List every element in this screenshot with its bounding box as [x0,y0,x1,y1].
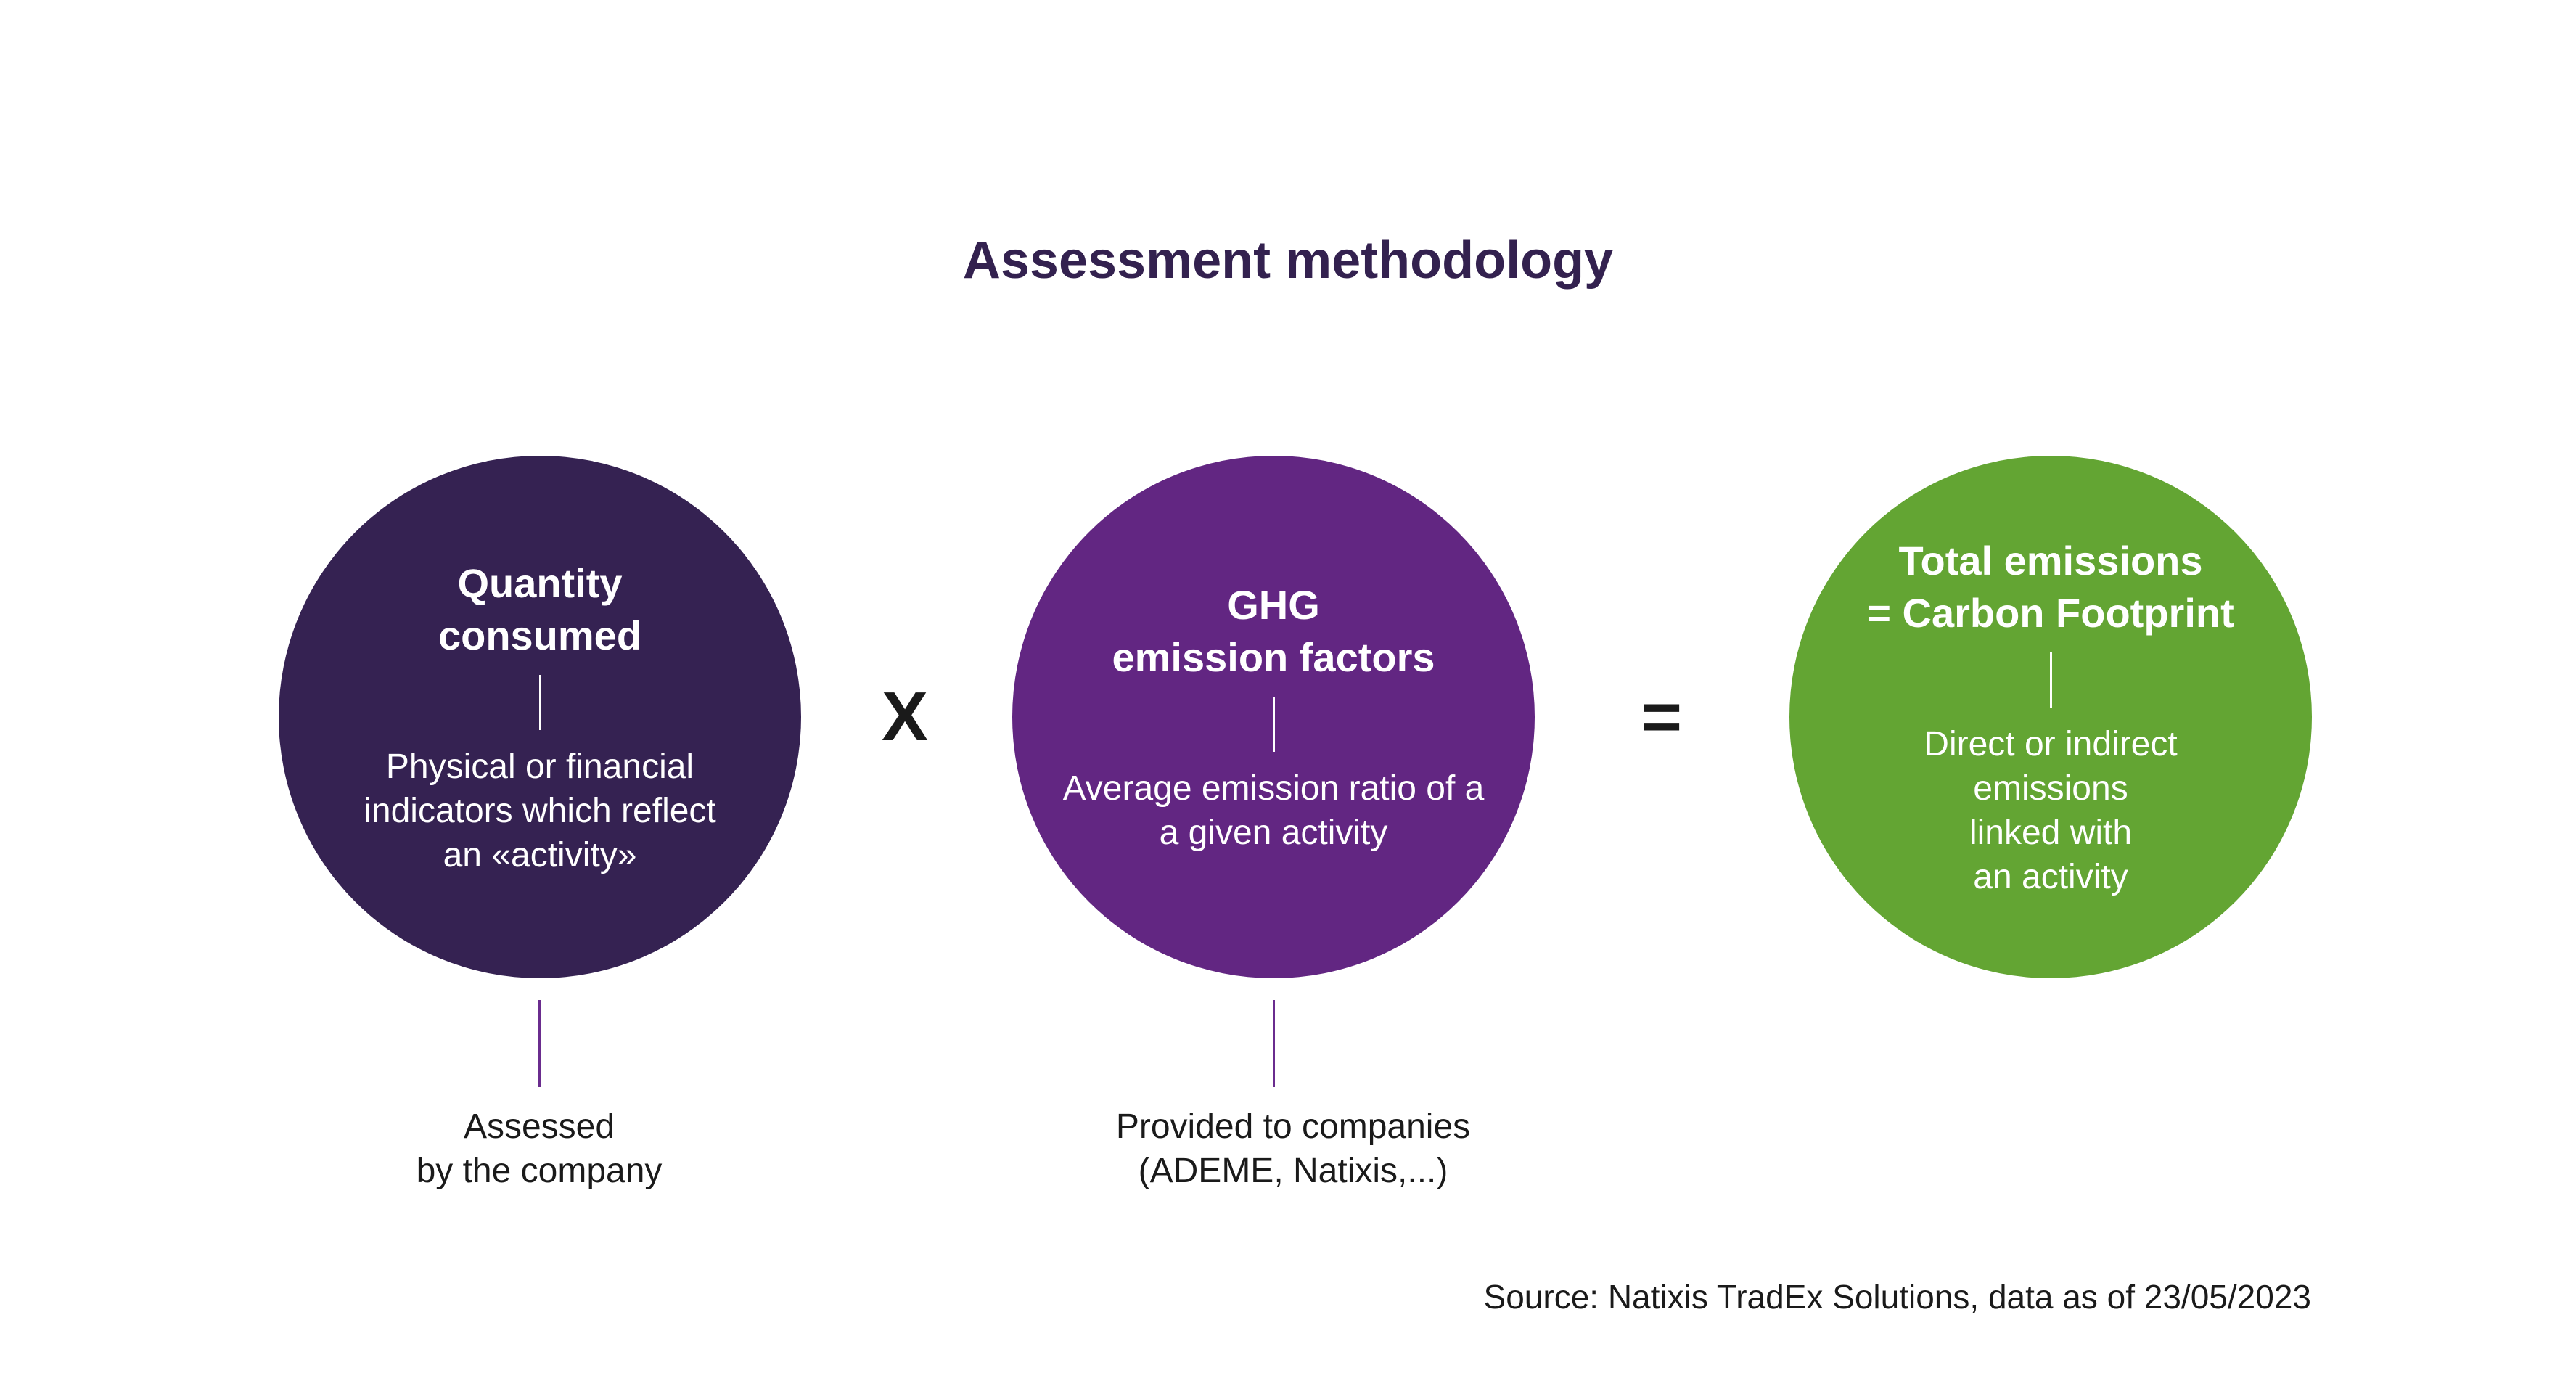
circle-heading: Total emissions = Carbon Footprint [1867,538,2234,636]
circle-divider [538,674,541,730]
multiply-operator: X [881,678,929,755]
note-assessed-by-company: Assessed by the company [416,1107,663,1190]
note-provided-to-companies: Provided to companies (ADEME, Natixis,..… [1115,1107,1471,1190]
diagram-title: Assessment methodology [962,232,1614,290]
circle-description: Direct or indirect emissions linked with… [1924,725,2178,896]
circle-divider [1272,697,1275,752]
connector-line-factors [1273,1000,1275,1087]
circle-divider [2049,652,2052,708]
equals-operator: = [1641,678,1683,755]
circle-total-emissions: Total emissions = Carbon Footprint Direc… [1789,456,2312,978]
circle-heading: GHG emission factors [1112,582,1435,680]
circle-heading: Quantity consumed [438,560,642,658]
circle-description: Average emission ratio of a a given acti… [1062,769,1485,852]
circle-emission-factors: GHG emission factors Average emission ra… [1012,456,1535,978]
connector-line-quantity [538,1000,541,1087]
source-caption: Source: Natixis TradEx Solutions, data a… [1483,1278,2311,1316]
circle-description: Physical or financial indicators which r… [364,747,716,874]
circle-quantity-consumed: Quantity consumed Physical or financial … [279,456,801,978]
